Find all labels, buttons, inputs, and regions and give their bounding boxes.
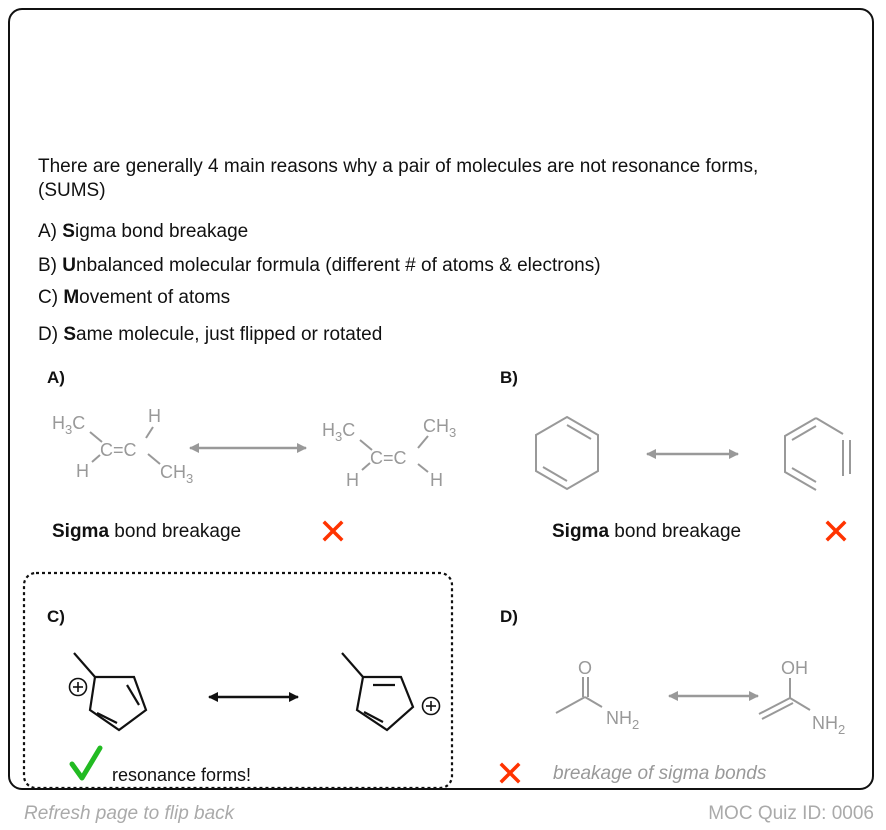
atom-label: OH — [781, 658, 808, 678]
panel-c-label: C) — [47, 607, 65, 626]
panel-c-caption: resonance forms! — [112, 765, 252, 785]
atom-label: H — [76, 461, 89, 481]
atom-label: C=C — [370, 448, 407, 468]
reason-b: B) Unbalanced molecular formula (differe… — [38, 255, 601, 277]
methylcyclopentadienyl-cation-2 — [341, 652, 441, 732]
trans-2-butene: H3C CH3 C=C H H — [322, 416, 456, 490]
panel-b-label: B) — [500, 368, 518, 387]
reason-initial: S — [63, 324, 77, 345]
reason-text: ame molecule, just flipped or rotated — [76, 324, 383, 345]
intro-line-1: There are generally 4 main reasons why a… — [38, 156, 759, 177]
panel-a-label: A) — [47, 368, 65, 387]
positive-charge-icon — [421, 696, 441, 716]
caption-bold: Sigma — [52, 521, 110, 542]
atom-label: CH3 — [160, 462, 193, 486]
atom-label: H — [430, 470, 443, 490]
reason-prefix: D) — [38, 324, 64, 345]
atom-label: CH3 — [423, 416, 456, 440]
cross-icon — [825, 520, 847, 542]
hexatriene — [784, 417, 851, 491]
reason-prefix: B) — [38, 255, 63, 276]
check-icon — [69, 745, 103, 781]
atom-label: H3C — [52, 413, 85, 437]
cross-icon — [322, 520, 344, 542]
reason-initial: U — [62, 255, 77, 276]
cis-2-butene: H3C H C=C H CH3 — [52, 406, 193, 486]
intro-line-2: (SUMS) — [38, 180, 106, 201]
atom-label: O — [578, 658, 592, 678]
atom-label: NH2 — [606, 708, 639, 732]
reason-initial: S — [62, 221, 75, 242]
reason-d: D) Same molecule, just flipped or rotate… — [38, 324, 382, 346]
panel-b-caption: Sigma bond breakage — [552, 521, 741, 543]
cross-icon — [499, 762, 521, 784]
positive-charge-icon — [68, 677, 88, 697]
reason-initial: M — [63, 287, 80, 308]
reason-prefix: C) — [38, 287, 64, 308]
caption-text: bond breakage — [109, 521, 242, 542]
reason-text: nbalanced molecular formula (different #… — [76, 255, 601, 276]
panel-d-label: D) — [500, 607, 518, 626]
atom-label: H — [148, 406, 161, 426]
reason-prefix: A) — [38, 221, 63, 242]
atom-label: H3C — [322, 420, 355, 444]
atom-label: H — [346, 470, 359, 490]
caption-text: bond breakage — [609, 521, 742, 542]
panel-d-caption: breakage of sigma bonds — [553, 763, 767, 784]
quiz-id: MOC Quiz ID: 0006 — [708, 803, 874, 824]
correct-answer-box — [22, 571, 454, 790]
caption-bold: Sigma — [552, 521, 610, 542]
acetamide: O NH2 — [555, 658, 639, 732]
methylcyclopentadienyl-cation-1 — [68, 652, 148, 732]
reason-text: ovement of atoms — [79, 287, 231, 308]
atom-label: C=C — [100, 440, 137, 460]
refresh-hint: Refresh page to flip back — [24, 803, 235, 824]
reason-text: igma bond breakage — [74, 221, 249, 242]
atom-label: NH2 — [812, 713, 845, 737]
panel-a-caption: Sigma bond breakage — [52, 521, 241, 543]
reason-c: C) Movement of atoms — [38, 287, 230, 309]
cyclohexadiene — [535, 415, 599, 491]
reason-a: A) Sigma bond breakage — [38, 221, 248, 243]
imidic-acid-enol: OH NH2 — [758, 658, 845, 737]
